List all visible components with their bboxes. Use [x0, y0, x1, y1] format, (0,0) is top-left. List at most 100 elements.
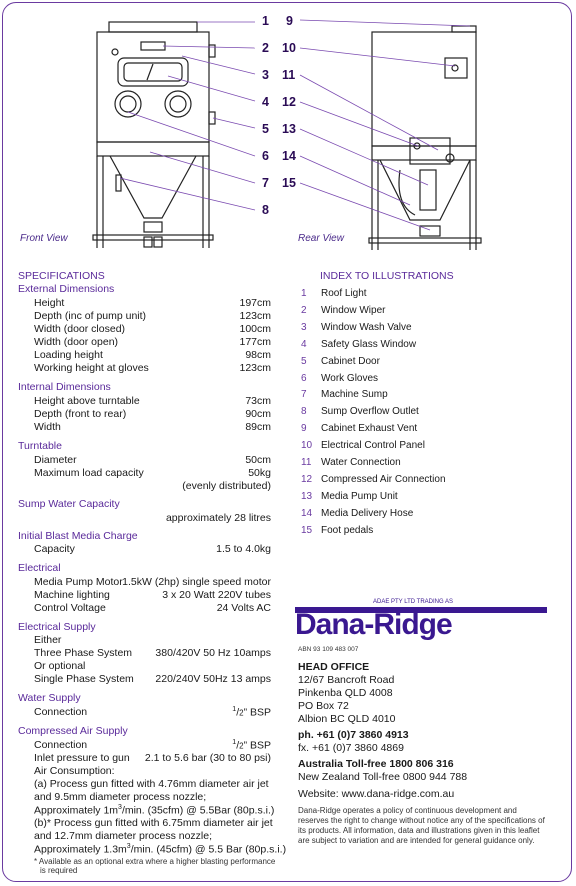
address-line: Pinkenba QLD 4008: [298, 687, 393, 699]
australia-toll-free: Australia Toll-free 1800 806 316: [298, 758, 454, 770]
footnote: * Available as an optional extra where a…: [34, 857, 276, 866]
callout-label-6: 6: [262, 149, 269, 163]
spec-note: (evenly distributed): [182, 480, 271, 492]
index-number: 10: [301, 440, 313, 452]
spec-text-part: Approximately 1m: [34, 804, 119, 817]
logo-trading-as: ADAE PTY LTD TRADING AS: [373, 599, 454, 605]
media-charge-title: Initial Blast Media Charge: [18, 530, 138, 542]
index-item: Water Connection: [321, 457, 401, 468]
spec-key: Height: [34, 297, 65, 309]
index-number: 12: [301, 473, 313, 485]
index-item: Foot pedals: [321, 524, 374, 536]
disclaimer-line: are subject to variation and are intende…: [298, 836, 535, 845]
spec-key: Connection: [34, 706, 88, 718]
fraction-numerator: 1: [232, 739, 237, 746]
superscript: 3: [126, 843, 131, 850]
index-item: Compressed Air Connection: [321, 473, 446, 485]
index-number: 14: [301, 507, 313, 519]
rear-view-drawing: [368, 25, 482, 250]
index-item: Machine Sump: [321, 389, 388, 401]
spec-value: 50kg: [248, 467, 271, 479]
index-item: Sump Overflow Outlet: [321, 406, 419, 418]
dana-ridge-logo: ADAE PTY LTD TRADING AS Dana-Ridge: [295, 599, 547, 647]
spec-value: 123cm: [239, 362, 271, 374]
spec-value: 1.5kW (2hp) single speed motor: [122, 576, 271, 588]
callout-label-12: 12: [282, 95, 296, 109]
index-number: 8: [301, 406, 307, 418]
logo-wordmark: Dana-Ridge: [295, 608, 453, 641]
index-number: 6: [301, 372, 307, 384]
disclaimer-line: its products. All information, data and …: [298, 826, 540, 835]
internal-dimensions-title: Internal Dimensions: [18, 381, 111, 393]
nz-toll-free: New Zealand Toll-free 0800 944 788: [298, 771, 468, 783]
electrical-supply-title: Electrical Supply: [18, 621, 96, 633]
spec-key: Depth (inc of pump unit): [34, 310, 147, 322]
callout-label-10: 10: [282, 41, 296, 55]
spec-key: Diameter: [34, 454, 77, 466]
phone-number: ph. +61 (0)7 3860 4913: [298, 729, 409, 741]
spec-text: Approximately 1m3/min. (35cfm) @ 5.5Bar …: [34, 804, 274, 817]
external-dimensions-title: External Dimensions: [18, 283, 115, 295]
callout-label-5: 5: [262, 122, 269, 136]
index-item: Window Wiper: [321, 304, 386, 316]
spec-text: (b)* Process gun fitted with 6.75mm diam…: [34, 817, 273, 829]
index-item: Roof Light: [321, 288, 367, 299]
callout-label-2: 2: [262, 41, 269, 55]
spec-value: 380/420V 50 Hz 10amps: [155, 647, 271, 659]
turntable-title: Turntable: [18, 440, 62, 452]
spec-key: Width: [34, 421, 61, 433]
callout-label-14: 14: [282, 149, 296, 163]
fax-number: fx. +61 (0)7 3860 4869: [298, 742, 404, 754]
spec-value: 1/2” BSP: [232, 706, 271, 719]
fraction-denominator: 2: [239, 741, 244, 751]
spec-value: 3 x 20 Watt 220V tubes: [162, 589, 271, 601]
index-number: 13: [301, 490, 313, 502]
spec-key: Working height at gloves: [34, 362, 149, 374]
spec-key: Or optional: [34, 660, 86, 672]
spec-value: 90cm: [245, 408, 271, 420]
callout-label-9: 9: [286, 14, 293, 28]
spec-key: Either: [34, 634, 62, 646]
index-number: 7: [301, 389, 307, 401]
front-view-caption: Front View: [20, 233, 68, 244]
index-item: Safety Glass Window: [321, 338, 417, 350]
spec-value-unit: BSP: [249, 706, 271, 719]
index-heading: INDEX TO ILLUSTRATIONS: [320, 270, 454, 282]
spec-key: Connection: [34, 739, 88, 751]
machine-illustrations: [92, 19, 482, 250]
callout-label-13: 13: [282, 122, 296, 136]
spec-key: Loading height: [34, 349, 103, 361]
index-number: 9: [301, 423, 307, 435]
footnote: is required: [40, 866, 78, 875]
spec-text: Approximately 1.3m3/min. (45cfm) @ 5.5 B…: [34, 843, 286, 856]
index-number: 1: [301, 288, 307, 299]
spec-value: 123cm: [239, 310, 271, 322]
spec-value: 2.1 to 5.6 bar (30 to 80 psi): [144, 752, 271, 764]
spec-value: 24 Volts AC: [216, 602, 271, 614]
spec-text: and 9.5mm diameter process nozzle;: [34, 791, 207, 803]
spec-value: 100cm: [239, 323, 271, 335]
spec-key: Three Phase System: [34, 647, 133, 659]
spec-key: Width (door open): [34, 336, 119, 348]
index-number: 11: [301, 457, 312, 468]
callout-label-7: 7: [262, 176, 269, 190]
spec-text: Air Consumption:: [34, 765, 115, 777]
callout-label-4: 4: [262, 95, 269, 109]
spec-text-part: Approximately 1.3m: [34, 843, 127, 856]
address-line: PO Box 72: [298, 700, 349, 712]
index-item: Window Wash Valve: [321, 321, 412, 333]
spec-value: 220/240V 50Hz 13 amps: [155, 673, 271, 685]
index-number: 4: [301, 338, 307, 350]
index-item: Cabinet Exhaust Vent: [321, 423, 418, 435]
logo-bar: [295, 607, 547, 613]
spec-text-part: /min. (35cfm) @ 5.5Bar (80p.s.i.): [121, 804, 275, 817]
spec-key: Width (door closed): [34, 323, 126, 335]
fraction-numerator: 1: [232, 706, 237, 713]
index-number: 15: [301, 524, 313, 536]
callout-label-11: 11: [282, 68, 296, 82]
spec-key: Single Phase System: [34, 673, 134, 685]
index-item: Media Pump Unit: [321, 490, 398, 502]
water-supply-title: Water Supply: [18, 692, 81, 704]
spec-key: Depth (front to rear): [34, 408, 127, 420]
spec-key: Maximum load capacity: [34, 467, 144, 479]
